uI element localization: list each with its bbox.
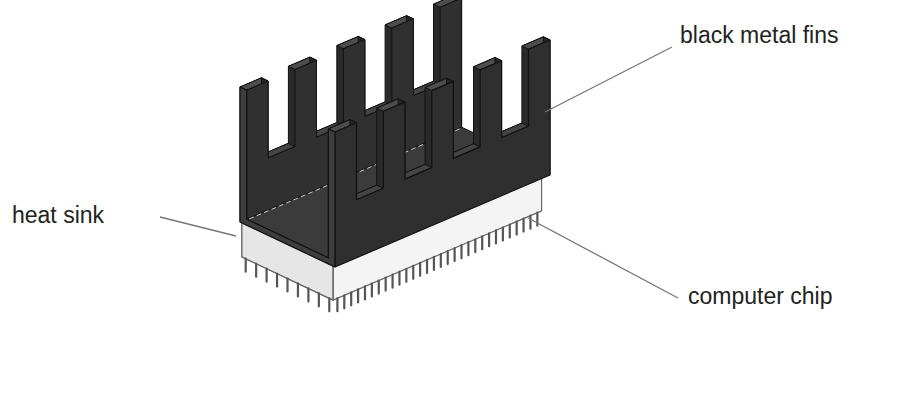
chip-pin (522, 219, 524, 232)
chip-pin (328, 298, 330, 311)
chip-pin (276, 274, 278, 287)
chip-pin (426, 260, 428, 273)
chip-pin (343, 295, 345, 308)
chip-edge (333, 266, 334, 300)
chip-pin (454, 248, 456, 261)
fin-wall-front-outer (335, 40, 550, 267)
chip-pin (391, 275, 393, 288)
leader-line (160, 217, 236, 236)
leader-line (528, 218, 678, 298)
chip-pin (495, 230, 497, 243)
chip-pin (447, 251, 449, 264)
chip-pin (405, 269, 407, 282)
chip-pin (357, 289, 359, 302)
chip-pin (460, 245, 462, 258)
chip-pin (488, 233, 490, 246)
chip-pin (266, 269, 268, 282)
chip-pin (307, 288, 309, 301)
chip-pin (350, 292, 352, 305)
chip-pin (385, 278, 387, 291)
chip-pin (297, 283, 299, 296)
chip-pin (412, 266, 414, 279)
chip-pin (318, 293, 320, 306)
chip-pin (467, 242, 469, 255)
chip-pin (474, 239, 476, 252)
chip-pin (509, 225, 511, 238)
part-label: heat sink (12, 202, 104, 230)
chip-pin (255, 264, 257, 277)
chip-pin (364, 286, 366, 299)
part-label: black metal fins (680, 22, 839, 50)
heat-sink-end-face (240, 87, 335, 267)
chip-pin (336, 298, 338, 311)
chip-pin (440, 254, 442, 267)
chip-pin (371, 284, 373, 297)
chip-pin (419, 263, 421, 276)
chip-pin (398, 272, 400, 285)
part-label: computer chip (688, 283, 832, 311)
chip-pin (529, 216, 531, 229)
chip-pin (378, 281, 380, 294)
chip-pin (481, 236, 483, 249)
chip-pin (502, 227, 504, 240)
chip-pin (516, 222, 518, 235)
chip-pin (433, 257, 435, 270)
chip-pin (286, 279, 288, 292)
chip-pin (245, 259, 247, 272)
leader-line (545, 47, 672, 112)
